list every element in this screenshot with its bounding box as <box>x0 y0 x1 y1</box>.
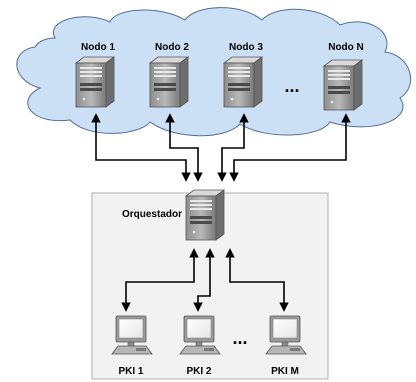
node-1-server-icon <box>75 56 115 108</box>
node-1-label: Nodo 1 <box>81 42 115 53</box>
pki-m-monitor-icon <box>265 315 307 355</box>
connector-node-n <box>229 113 351 182</box>
pki-2-monitor-icon <box>179 315 221 355</box>
orchestrator-label: Orquestador <box>122 209 182 220</box>
node-2-server-icon <box>149 56 189 108</box>
connector-node-2 <box>165 113 203 182</box>
node-n-label: Nodo N <box>328 42 364 53</box>
pki-1-label: PKI 1 <box>118 366 143 377</box>
pki-1-monitor-icon <box>111 315 153 355</box>
node-2-label: Nodo 2 <box>155 42 189 53</box>
orchestrator-server-icon <box>185 189 225 241</box>
node-3-server-icon <box>223 56 263 108</box>
pkis-ellipsis: ... <box>232 328 247 348</box>
connector-pki-m <box>225 248 289 312</box>
node-3-label: Nodo 3 <box>229 42 263 53</box>
node-n-server-icon <box>323 59 363 111</box>
connector-pki-2 <box>193 248 215 312</box>
pki-2-label: PKI 2 <box>186 366 211 377</box>
nodes-cloud <box>16 7 412 137</box>
nodes-ellipsis: ... <box>284 76 299 96</box>
pki-m-label: PKI M <box>271 366 299 377</box>
